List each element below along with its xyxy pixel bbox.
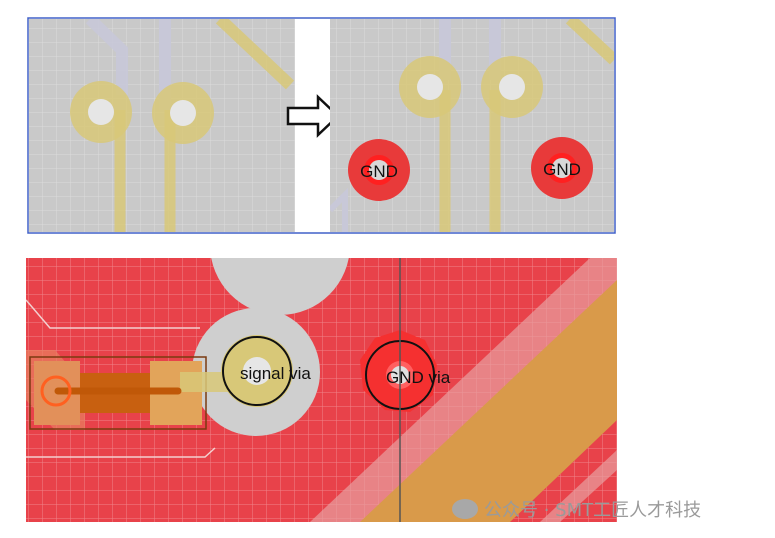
signal-via-label: signal via xyxy=(240,364,311,383)
top-panel: GND GND xyxy=(27,17,616,234)
gnd-label-left: GND xyxy=(360,162,398,181)
via-clearance-top xyxy=(211,258,349,315)
watermark: 公众号 · SMT工匠人才科技 xyxy=(452,496,701,522)
watermark-text: 公众号 · SMT工匠人才科技 xyxy=(484,500,702,521)
before-layout xyxy=(29,19,295,232)
bottom-panel xyxy=(26,258,617,522)
after-layout xyxy=(330,19,614,232)
right-arrow-icon xyxy=(286,94,340,138)
gnd-via-label: GND via xyxy=(386,368,451,387)
component-outline xyxy=(29,356,207,430)
wechat-icon xyxy=(452,499,478,519)
gnd-label-right: GND xyxy=(543,160,581,179)
